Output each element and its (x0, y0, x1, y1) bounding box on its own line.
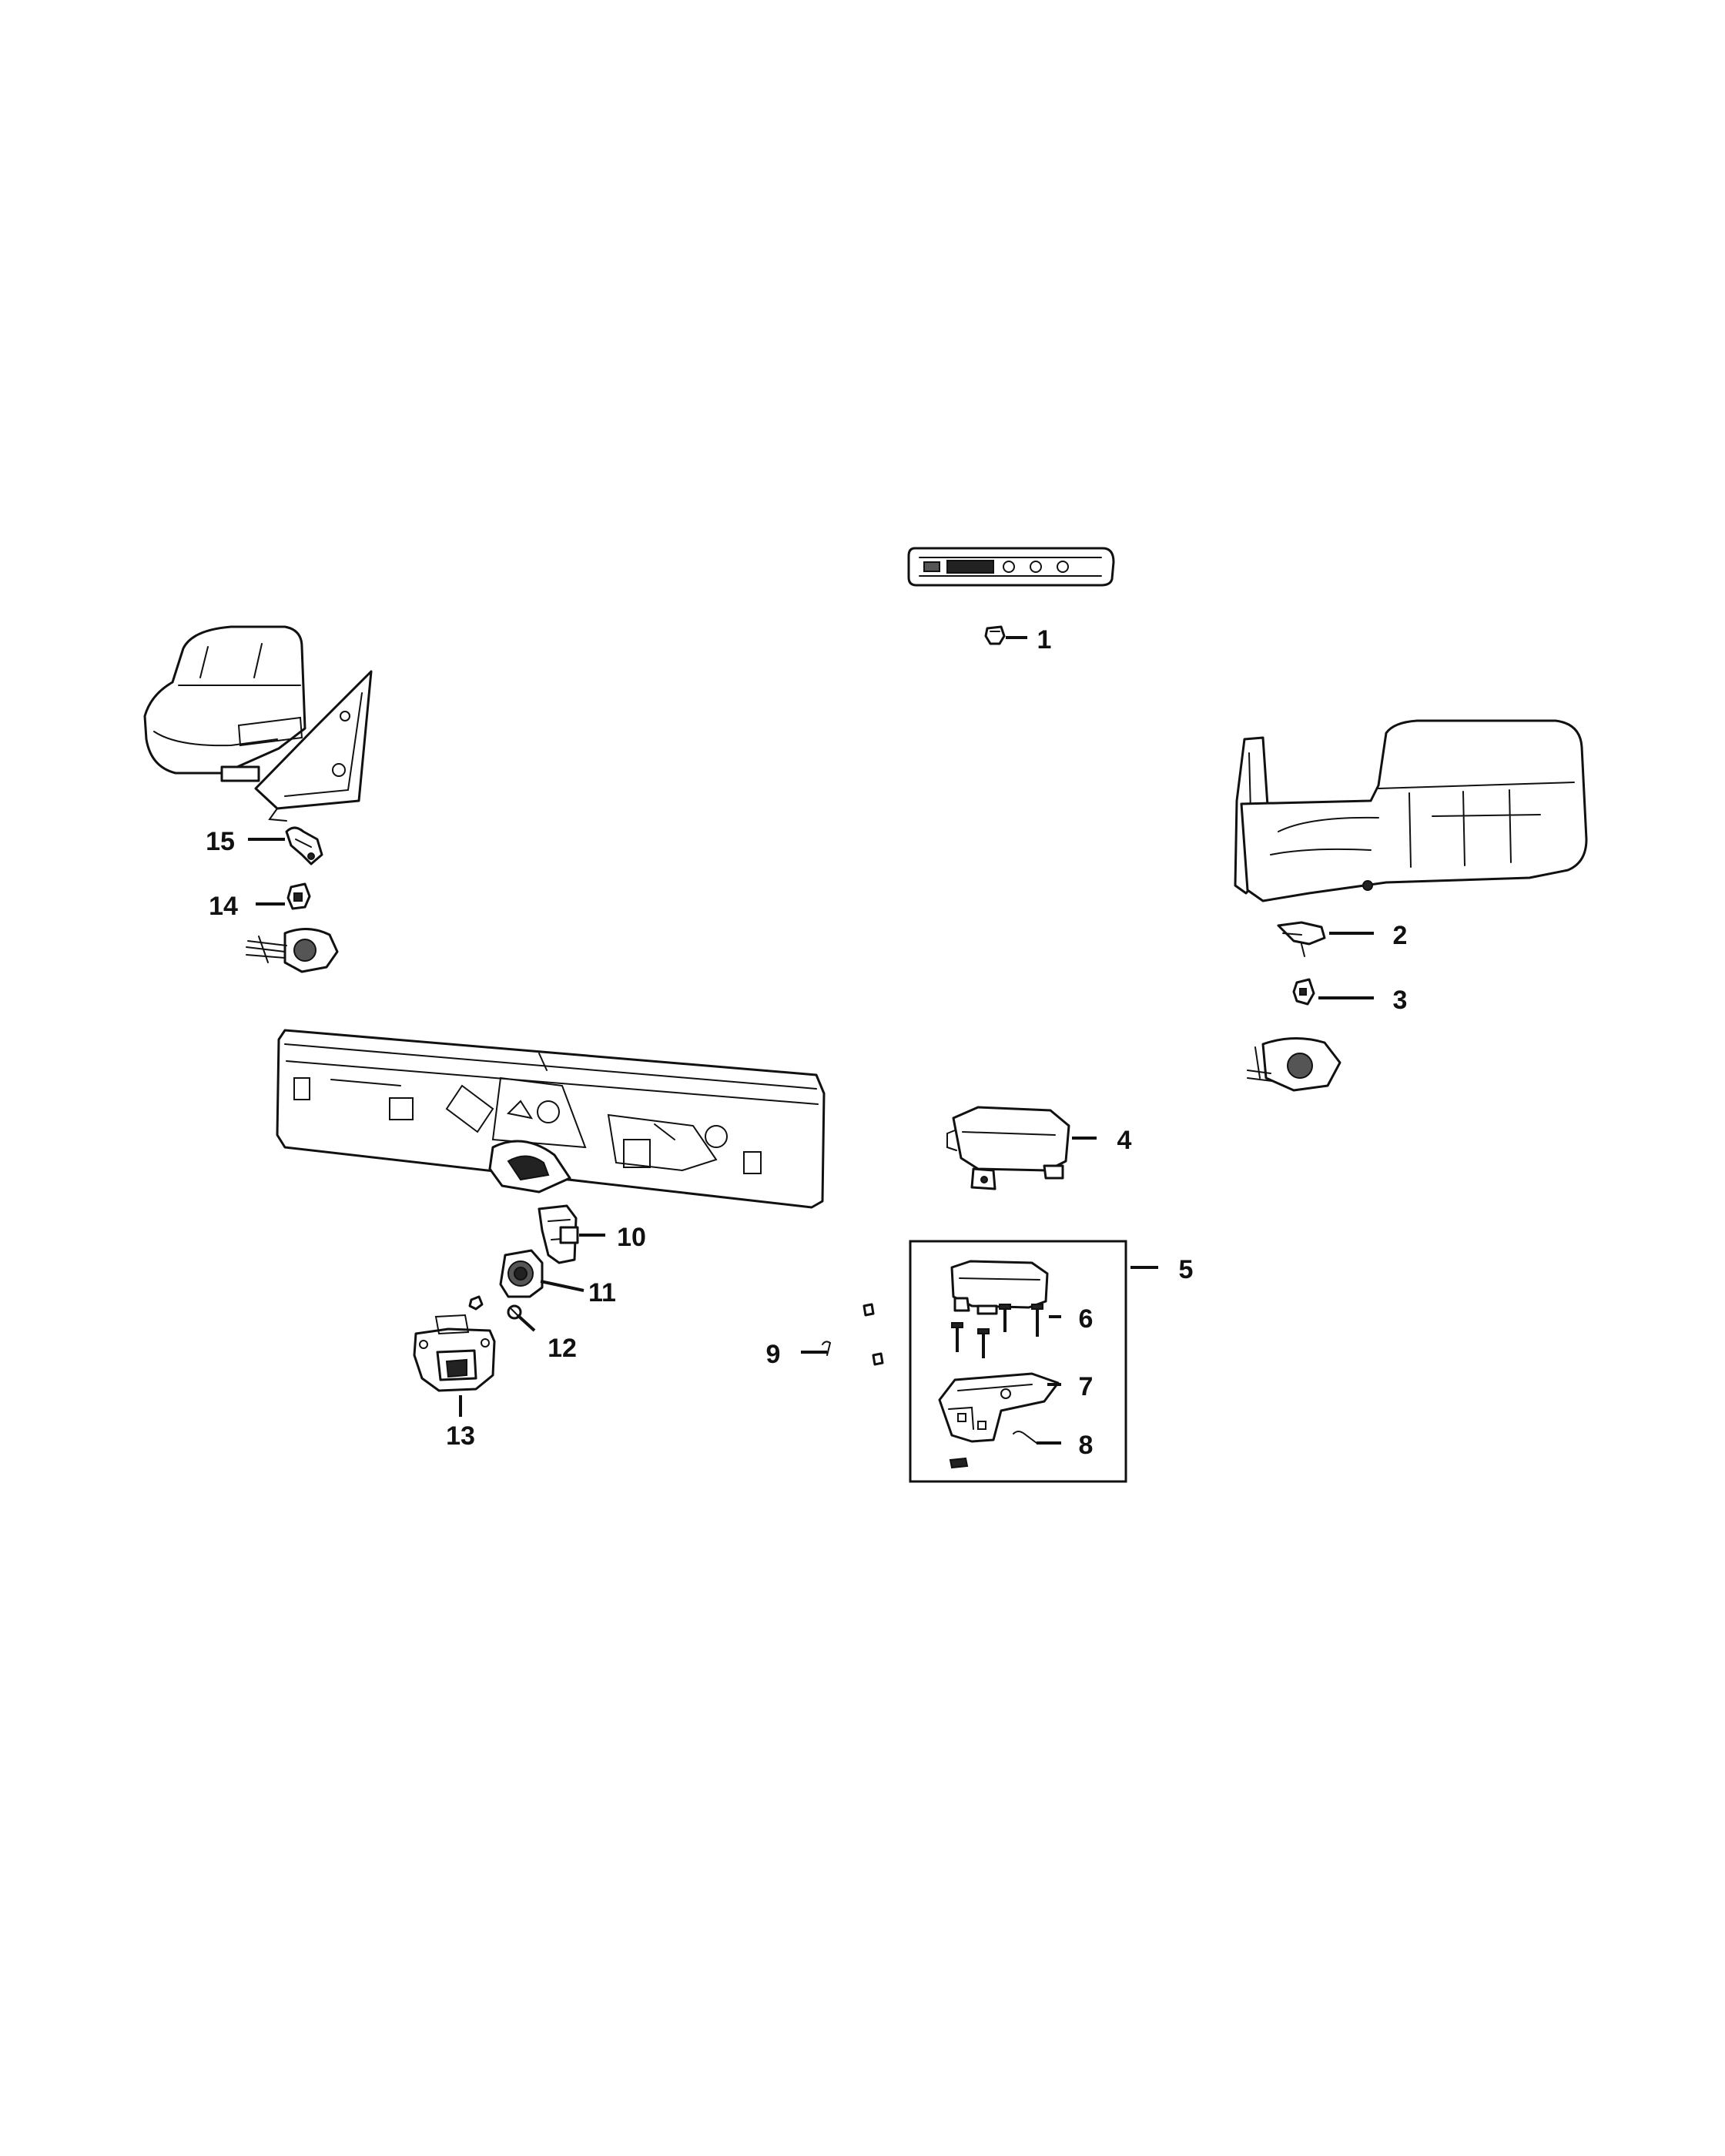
callout-2: 2 (1393, 921, 1408, 950)
part-7-bracket (938, 1372, 1060, 1443)
callout-7: 7 (1079, 1372, 1094, 1401)
right-mirror-motor (1247, 1037, 1341, 1092)
part-10-bracket (538, 1204, 579, 1264)
part-12-nut (468, 1295, 484, 1311)
part-5-module (950, 1260, 1049, 1315)
part-14-nut (286, 882, 311, 910)
callout-11: 11 (588, 1278, 616, 1307)
callout-5: 5 (1179, 1255, 1194, 1284)
left-mirror-motor (246, 928, 339, 973)
callout-3: 3 (1393, 986, 1408, 1015)
callout-13: 13 (446, 1421, 475, 1451)
part-11-camera (499, 1249, 544, 1298)
callout-14: 14 (209, 892, 238, 921)
part-5-kit-box (909, 1240, 1127, 1483)
right-mirror-assembly (1234, 719, 1588, 902)
callout-4: 4 (1117, 1126, 1132, 1155)
part-6-screws (951, 1304, 1043, 1358)
part-3-clip (1292, 978, 1315, 1006)
leader-lines (248, 636, 1374, 1445)
callout-15: 15 (206, 827, 235, 856)
callout-8: 8 (1079, 1431, 1094, 1460)
left-mirror-assembly (143, 625, 373, 822)
center-high-mount-lamp (907, 547, 1115, 587)
part-9-clips (822, 1303, 884, 1366)
callout-12: 12 (548, 1334, 577, 1363)
part-15-bracket (285, 826, 323, 865)
callout-6: 6 (1079, 1304, 1094, 1334)
callout-labels: 1 2 3 4 5 6 7 8 9 10 11 12 13 14 15 (206, 625, 1407, 1460)
callout-1: 1 (1037, 625, 1052, 654)
callout-10: 10 (617, 1223, 646, 1252)
part-1-clip (984, 625, 1006, 645)
part-7-nut (949, 1457, 969, 1469)
part-4-module (946, 1106, 1070, 1190)
part-8-clip (1013, 1431, 1037, 1444)
tailgate-panel (276, 1029, 826, 1209)
callout-9: 9 (766, 1340, 781, 1369)
part-2-harness (1277, 921, 1326, 957)
part-13-handle-bezel (413, 1314, 496, 1392)
